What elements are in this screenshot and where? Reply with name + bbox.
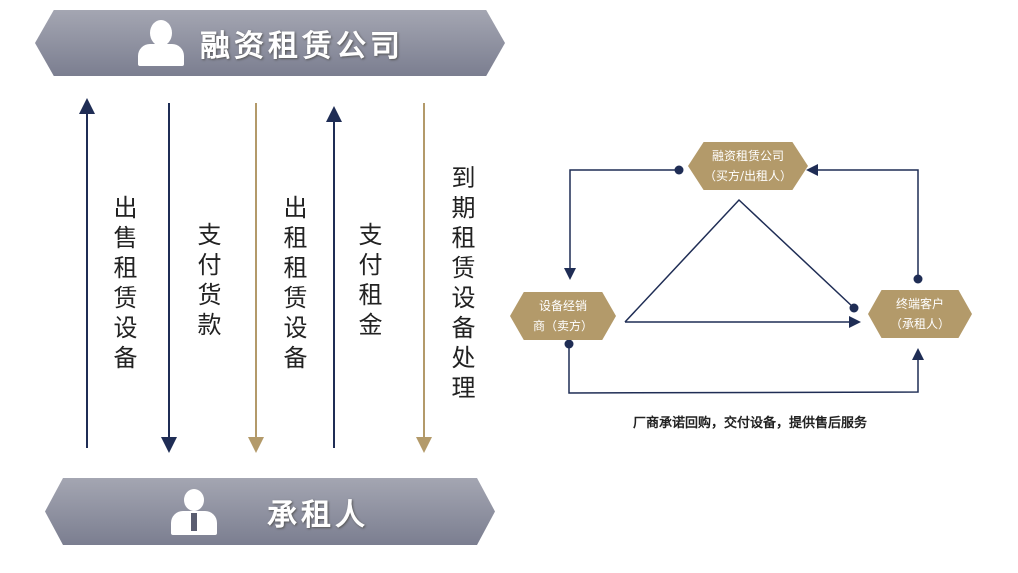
connector-company-to-dealer bbox=[564, 165, 684, 280]
person-icon bbox=[136, 20, 186, 66]
node-label: 设备经销 bbox=[538, 299, 587, 313]
connector-customer-to-company bbox=[806, 164, 923, 284]
node-label: 终端客户 bbox=[895, 297, 944, 311]
diagram-caption: 厂商承诺回购，交付设备，提供售后服务 bbox=[632, 416, 867, 431]
triangle-connector bbox=[624, 198, 859, 323]
flow-label: 出售租赁设备 bbox=[109, 195, 137, 375]
bottom-banner-lessee: 承租人 bbox=[45, 478, 495, 545]
flow-label: 到期租赁设备处理 bbox=[447, 165, 475, 405]
node-end-customer: 终端客户 （承租人） bbox=[868, 290, 972, 338]
node-sublabel: （承租人） bbox=[889, 317, 950, 331]
node-sublabel: 商（卖方） bbox=[532, 319, 593, 333]
node-sublabel: （买方/出租人） bbox=[703, 169, 793, 183]
connector-dealer-to-customer bbox=[564, 339, 924, 394]
flow-label: 出租租赁设备 bbox=[279, 195, 307, 375]
top-banner-label: 融资租赁公司 bbox=[200, 29, 404, 64]
flow-label: 支付货款 bbox=[193, 222, 221, 342]
node-finance-leasing-company: 融资租赁公司 （买方/出租人） bbox=[688, 142, 808, 190]
flow-label: 支付租金 bbox=[354, 222, 382, 342]
top-banner-finance-leasing-company: 融资租赁公司 bbox=[35, 10, 505, 76]
bottom-banner-label: 承租人 bbox=[267, 497, 369, 533]
node-label: 融资租赁公司 bbox=[711, 149, 784, 163]
node-equipment-dealer: 设备经销 商（卖方） bbox=[510, 292, 616, 340]
businessman-icon bbox=[171, 488, 217, 535]
